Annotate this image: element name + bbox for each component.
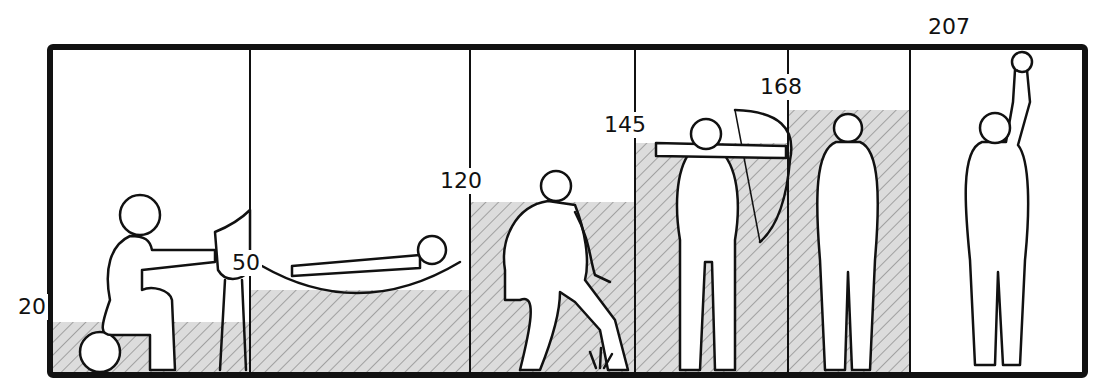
height-zone <box>788 110 910 375</box>
body <box>677 152 738 370</box>
archer-figure <box>656 110 791 370</box>
crouching-figure <box>504 171 628 370</box>
body <box>817 142 878 370</box>
arm <box>575 212 610 282</box>
fist <box>1012 52 1032 72</box>
height-zone <box>470 202 635 375</box>
bow-string <box>735 110 760 242</box>
body <box>966 70 1030 365</box>
ball <box>80 332 120 372</box>
hammock-figure <box>262 236 460 293</box>
head <box>691 119 721 149</box>
body <box>504 201 628 370</box>
dimension-label: 145 <box>602 112 648 138</box>
height-zone <box>250 290 470 375</box>
grass <box>590 348 612 368</box>
sitting-figure <box>80 195 250 372</box>
head <box>541 171 571 201</box>
standing-figure <box>817 114 878 370</box>
reaching-figure <box>966 52 1032 365</box>
head <box>980 113 1010 143</box>
pot-stand <box>220 280 246 370</box>
dimension-label: 20 <box>16 294 48 320</box>
height-zones <box>50 110 910 375</box>
height-zone <box>635 143 788 375</box>
divider <box>909 47 911 375</box>
outer-frame <box>50 47 1085 375</box>
head <box>834 114 862 142</box>
body <box>103 236 215 370</box>
head <box>120 195 160 235</box>
head <box>418 236 446 264</box>
dimension-label: 120 <box>438 168 484 194</box>
dimension-label: 168 <box>758 74 804 100</box>
arms <box>656 143 786 158</box>
bow <box>735 110 791 242</box>
dimension-label: 207 <box>926 14 972 40</box>
divider <box>469 47 471 375</box>
body <box>292 255 420 276</box>
frame <box>50 47 1085 375</box>
divider <box>634 47 636 375</box>
divider <box>249 47 251 375</box>
dimension-label: 50 <box>230 250 262 276</box>
